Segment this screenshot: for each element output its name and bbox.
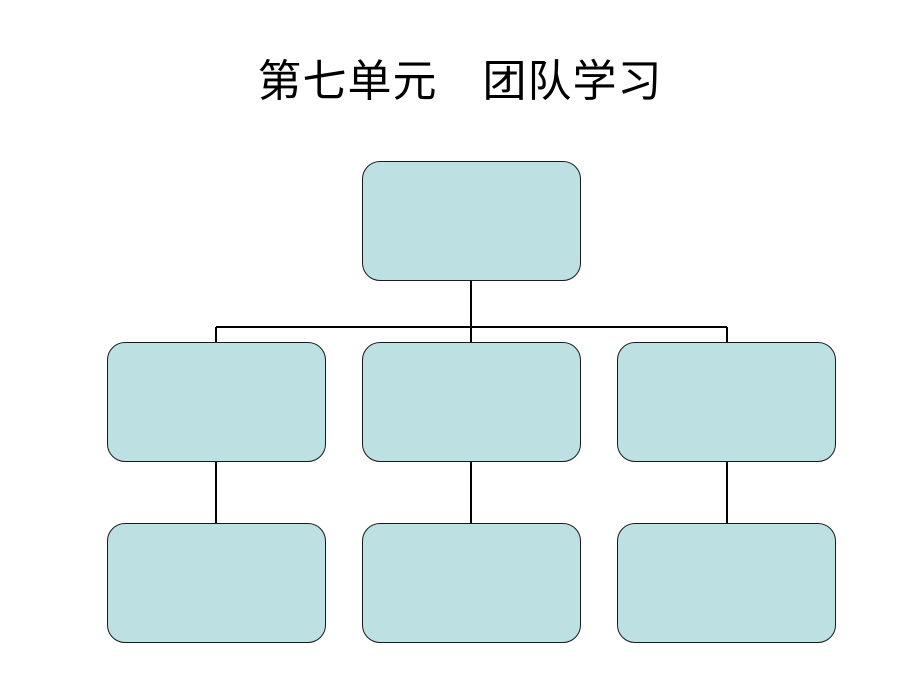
org-node-level2-center <box>362 523 581 643</box>
page-title: 第七单元 团队学习 <box>257 56 663 107</box>
org-node-level2-right <box>617 523 836 643</box>
org-node-level1-center <box>362 342 581 462</box>
org-node-root <box>362 161 581 281</box>
org-node-level1-left <box>107 342 326 462</box>
org-node-level1-right <box>617 342 836 462</box>
org-node-level2-left <box>107 523 326 643</box>
